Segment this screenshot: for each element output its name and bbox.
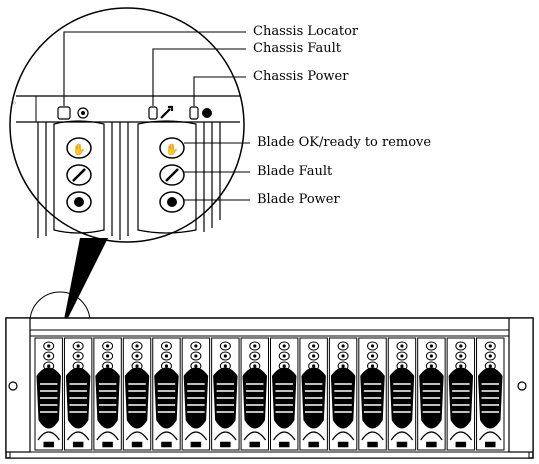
blade-bay <box>181 337 211 451</box>
blade-bay <box>387 337 417 451</box>
magnifier-circle <box>9 7 245 243</box>
chassis-locator-led <box>57 106 71 120</box>
chassis-power-label: Chassis Power <box>253 69 349 84</box>
blade-bay <box>417 337 446 451</box>
blade-led-column-left: ✋ <box>66 137 92 213</box>
svg-text:◦: ◦ <box>12 99 17 108</box>
power-icon <box>202 108 212 118</box>
leader-lines <box>63 31 250 201</box>
chassis-locator-label: Chassis Locator <box>253 24 359 39</box>
blade-power-label: Blade Power <box>257 192 340 207</box>
blade-bay <box>476 337 505 451</box>
left-screw-icon <box>8 381 18 391</box>
blade-bay <box>328 337 358 451</box>
blade-bay <box>446 337 476 451</box>
chassis-power-led <box>189 106 199 120</box>
chassis-fault-label: Chassis Fault <box>253 41 342 56</box>
blade-bay <box>34 337 63 451</box>
blade-bay <box>93 337 122 451</box>
chassis-fault-led <box>148 106 158 120</box>
left-rack-ear <box>5 317 31 453</box>
blade-bay <box>240 337 269 451</box>
blade-ok-led <box>159 137 185 159</box>
magnified-detail: ◦ ✋ <box>9 7 245 243</box>
blade-bay <box>358 337 387 451</box>
blade-bay <box>122 337 152 451</box>
right-rack-ear <box>508 317 534 453</box>
svg-text:✋: ✋ <box>165 143 179 156</box>
blade-housings <box>37 120 221 240</box>
blade-ok-label: Blade OK/ready to remove <box>257 135 432 150</box>
blade-bay <box>299 337 328 451</box>
wrench-icon <box>160 105 174 119</box>
blade-fault-label: Blade Fault <box>257 164 333 179</box>
blade-bay <box>152 337 181 451</box>
blade-bay <box>211 337 240 451</box>
blade-bay <box>270 337 299 451</box>
magnifier-pointer <box>62 238 108 330</box>
right-screw-icon <box>517 381 527 391</box>
blade-led-column-right: ✋ <box>159 137 185 213</box>
svg-text:✋: ✋ <box>72 143 86 156</box>
blade-bay-row <box>34 337 505 451</box>
blade-bay <box>63 337 93 451</box>
